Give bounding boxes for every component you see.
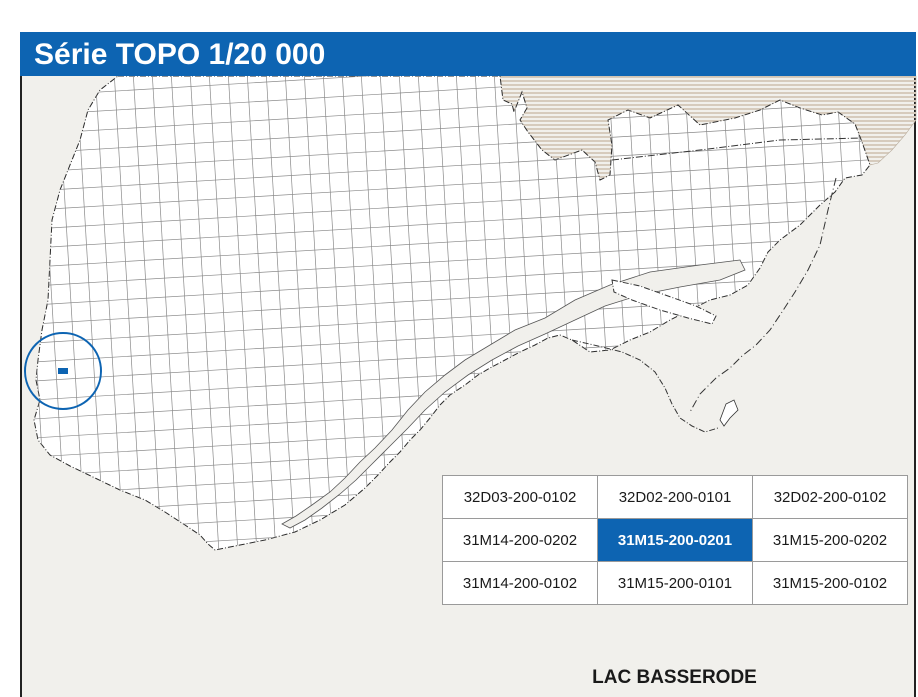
iles-de-la-madeleine: [719, 399, 739, 427]
selected-sheet-marker-icon[interactable]: [58, 368, 68, 374]
sheet-index-table: 32D03-200-0102 32D02-200-0101 32D02-200-…: [442, 475, 908, 605]
sheet-cell[interactable]: 32D03-200-0102: [442, 475, 598, 519]
saint-laurent-river: [281, 259, 746, 529]
table-row: 31M14-200-0102 31M15-200-0101 31M15-200-…: [442, 561, 908, 605]
maritime-boundary: [689, 177, 837, 413]
title-bar: [20, 32, 916, 76]
provincial-border: [611, 137, 863, 161]
location-circle-icon: [24, 332, 102, 410]
sheet-cell[interactable]: 32D02-200-0101: [597, 475, 753, 519]
sheet-cell[interactable]: 31M14-200-0102: [442, 561, 598, 605]
sheet-cell[interactable]: 31M14-200-0202: [442, 518, 598, 562]
sheet-cell[interactable]: 31M15-200-0202: [752, 518, 908, 562]
page-title: Série TOPO 1/20 000: [34, 38, 326, 71]
selected-sheet-cell[interactable]: 31M15-200-0201: [597, 518, 753, 562]
sheet-cell[interactable]: 32D02-200-0102: [752, 475, 908, 519]
table-row: 32D03-200-0102 32D02-200-0101 32D02-200-…: [442, 475, 908, 519]
gaspesie-coast: [571, 339, 719, 433]
anticosti-island: [611, 279, 717, 325]
sheet-cell[interactable]: 31M15-200-0101: [597, 561, 753, 605]
sheet-cell[interactable]: 31M15-200-0102: [752, 561, 908, 605]
table-row: 31M14-200-0202 31M15-200-0201 31M15-200-…: [442, 518, 908, 562]
sheet-name-label: LAC BASSERODE: [592, 667, 757, 688]
